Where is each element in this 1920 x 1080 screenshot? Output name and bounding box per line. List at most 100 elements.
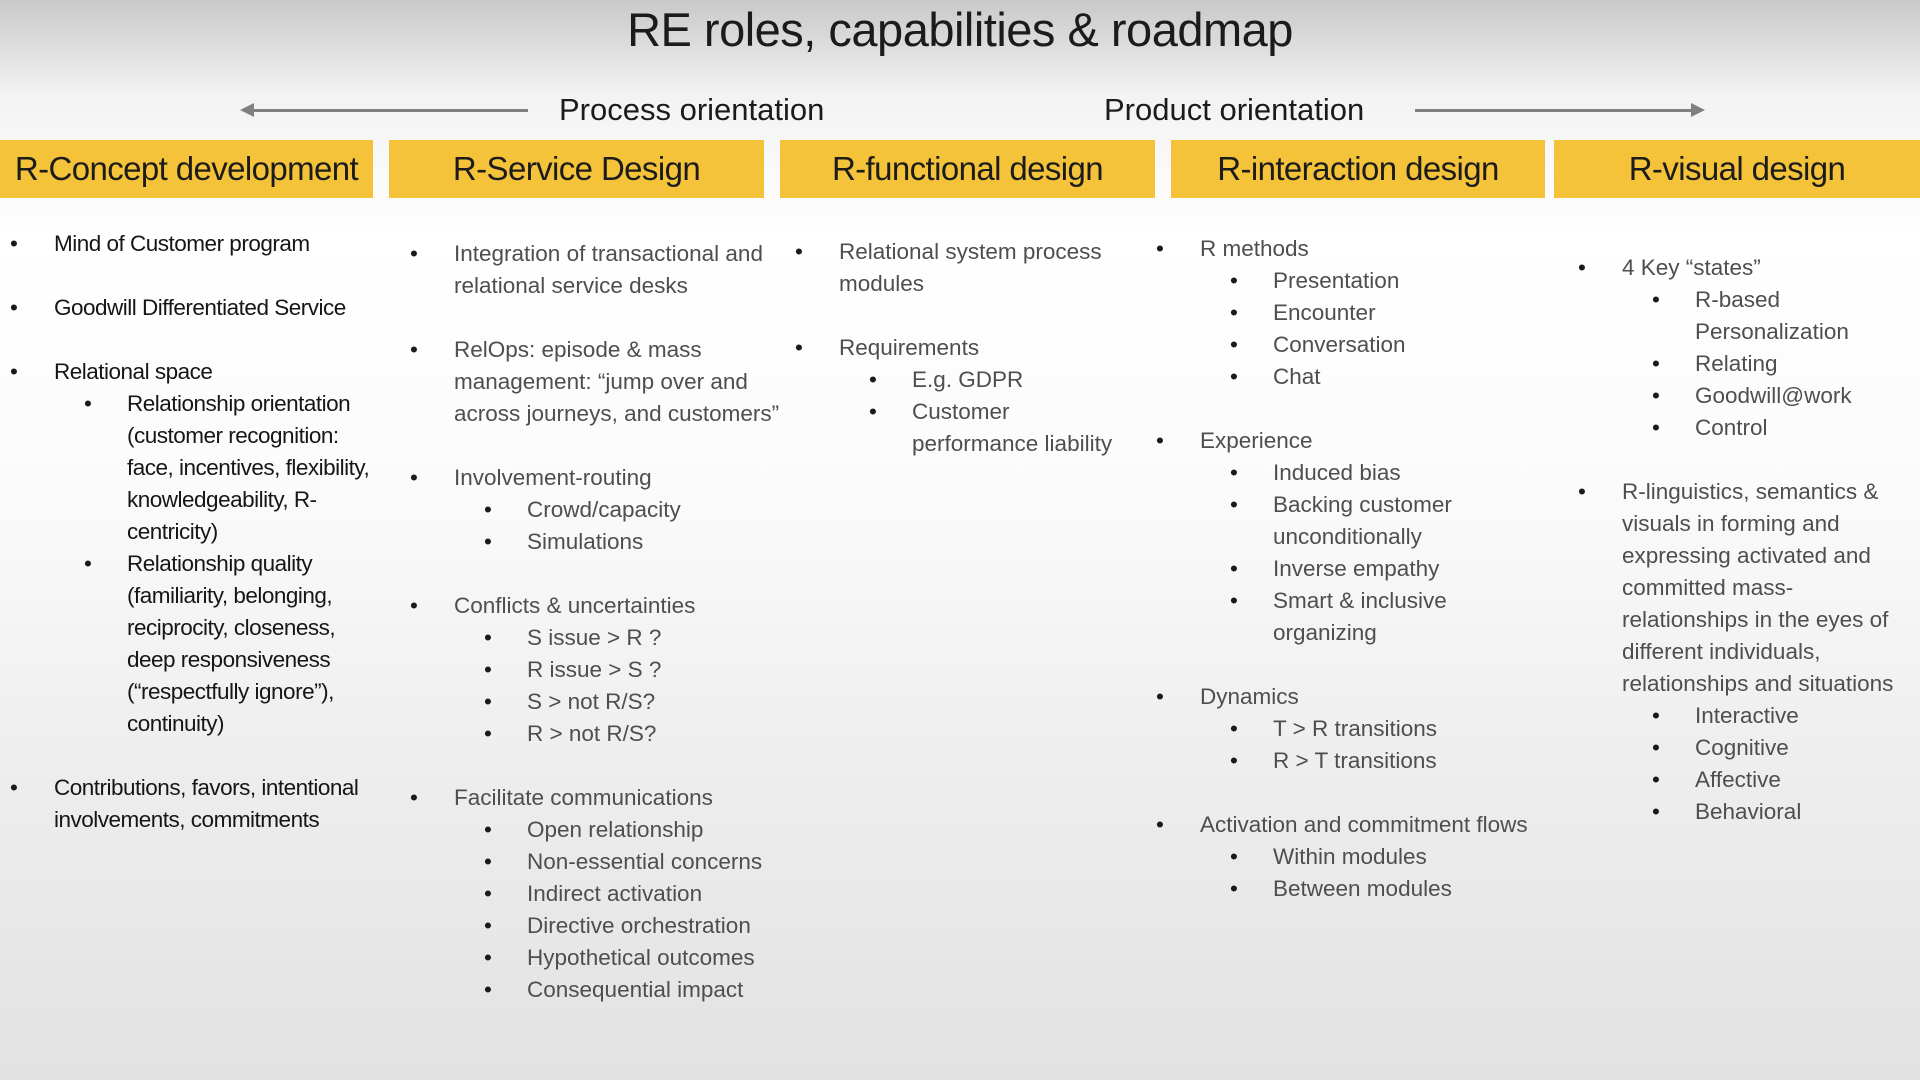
list-item: Integration of transactional and relatio… [410,238,785,302]
list-item: Facilitate communications Open relations… [410,782,785,1006]
sub-item-text: S > not R/S? [527,689,656,714]
sub-list: Relationship orientation (customer recog… [54,388,375,740]
sub-item: Crowd/capacity [454,494,785,526]
column-functional-design: Relational system process modules Requir… [795,236,1130,492]
sub-item: Indirect activation [454,878,785,910]
sub-item-text: Customer performance liability [912,399,1113,456]
sub-item: Between modules [1200,873,1556,905]
sub-item-text: Relationship orientation (customer recog… [127,391,370,544]
sub-item: Hypothetical outcomes [454,942,785,974]
sub-item-text: Inverse empathy [1273,556,1440,581]
sub-item: Customer performance liability [839,396,1130,460]
sub-item: Relationship quality (familiarity, belon… [54,548,375,740]
list-item: R methods Presentation Encounter Convers… [1156,233,1556,393]
sub-item: Non-essential concerns [454,846,785,878]
sub-item-text: Indirect activation [527,881,703,906]
sub-item: Simulations [454,526,785,558]
sub-item-text: Open relationship [527,817,704,842]
bullet-list: 4 Key “states” R-based Personalization R… [1578,252,1913,828]
sub-item: Relationship orientation (customer recog… [54,388,375,548]
sub-item: Inverse empathy [1200,553,1556,585]
sub-item: Within modules [1200,841,1556,873]
sub-item-text: S issue > R ? [527,625,662,650]
list-item: Mind of Customer program [10,228,375,260]
sub-item-text: R > T transitions [1273,748,1437,773]
list-item: R-linguistics, semantics & visuals in fo… [1578,476,1913,828]
list-item: Involvement-routing Crowd/capacity Simul… [410,462,785,558]
list-item: Experience Induced bias Backing customer… [1156,425,1556,649]
item-text: Goodwill Differentiated Service [54,295,346,320]
sub-item: R > not R/S? [454,718,785,750]
item-text: R methods [1200,236,1309,261]
sub-item-text: Within modules [1273,844,1427,869]
sub-item: R issue > S ? [454,654,785,686]
list-item: Contributions, favors, intentional invol… [10,772,375,836]
sub-item-text: Non-essential concerns [527,849,763,874]
sub-item: Induced bias [1200,457,1556,489]
header-functional-design: R-functional design [780,140,1155,198]
product-orientation-label: Product orientation [1104,92,1365,127]
list-item: RelOps: episode & mass management: “jump… [410,334,785,430]
sub-item-text: Chat [1273,364,1321,389]
sub-item: Relating [1622,348,1913,380]
list-item: Activation and commitment flows Within m… [1156,809,1556,905]
sub-item-text: Behavioral [1695,799,1802,824]
item-text: Requirements [839,335,980,360]
list-item: 4 Key “states” R-based Personalization R… [1578,252,1913,444]
sub-item: Presentation [1200,265,1556,297]
sub-item: E.g. GDPR [839,364,1130,396]
sub-item: R > T transitions [1200,745,1556,777]
sub-list: T > R transitions R > T transitions [1200,713,1556,777]
list-item: Dynamics T > R transitions R > T transit… [1156,681,1556,777]
sub-item-text: R-based Personalization [1695,287,1849,344]
sub-list: S issue > R ? R issue > S ? S > not R/S?… [454,622,785,750]
sub-item: R-based Personalization [1622,284,1913,348]
header-service-design: R-Service Design [389,140,764,198]
sub-item-text: E.g. GDPR [912,367,1024,392]
list-item: Goodwill Differentiated Service [10,292,375,324]
slide-title: RE roles, capabilities & roadmap [627,3,1293,56]
list-item: Relational space Relationship orientatio… [10,356,375,740]
sub-item: Conversation [1200,329,1556,361]
item-text: 4 Key “states” [1622,255,1761,280]
sub-item-text: Smart & inclusive organizing [1273,588,1447,645]
column-concept-development: Mind of Customer program Goodwill Differ… [10,228,375,868]
sub-item: Behavioral [1622,796,1913,828]
sub-item-text: Crowd/capacity [527,497,681,522]
sub-item-text: R > not R/S? [527,721,657,746]
sub-item: Goodwill@work [1622,380,1913,412]
sub-item-text: Encounter [1273,300,1376,325]
left-arrow-icon [240,103,528,117]
sub-item: Cognitive [1622,732,1913,764]
sub-item: Consequential impact [454,974,785,1006]
list-item: Requirements E.g. GDPR Customer performa… [795,332,1130,460]
column-visual-design: 4 Key “states” R-based Personalization R… [1578,252,1913,860]
column-interaction-design: R methods Presentation Encounter Convers… [1156,233,1556,937]
sub-item-text: Affective [1695,767,1781,792]
bullet-list: Mind of Customer program Goodwill Differ… [10,228,375,836]
sub-item-text: Simulations [527,529,644,554]
item-text: Facilitate communications [454,785,713,810]
item-text: Experience [1200,428,1313,453]
sub-item-text: Directive orchestration [527,913,751,938]
item-text: RelOps: episode & mass management: “jump… [454,337,780,426]
sub-item-text: R issue > S ? [527,657,662,682]
sub-list: Open relationship Non-essential concerns… [454,814,785,1006]
item-text: Relational system process modules [839,239,1102,296]
sub-item: Open relationship [454,814,785,846]
sub-item: Chat [1200,361,1556,393]
item-text: Mind of Customer program [54,231,310,256]
sub-item-text: Hypothetical outcomes [527,945,755,970]
sub-item: T > R transitions [1200,713,1556,745]
sub-list: Presentation Encounter Conversation Chat [1200,265,1556,393]
sub-item: Directive orchestration [454,910,785,942]
right-arrow-icon [1415,103,1705,117]
process-orientation-label: Process orientation [559,92,825,127]
sub-item-text: Presentation [1273,268,1400,293]
bullet-list: R methods Presentation Encounter Convers… [1156,233,1556,905]
sub-item: Interactive [1622,700,1913,732]
header-visual-design: R-visual design [1554,140,1920,198]
sub-item-text: Between modules [1273,876,1452,901]
sub-list: Within modules Between modules [1200,841,1556,905]
column-service-design: Integration of transactional and relatio… [410,238,785,1038]
